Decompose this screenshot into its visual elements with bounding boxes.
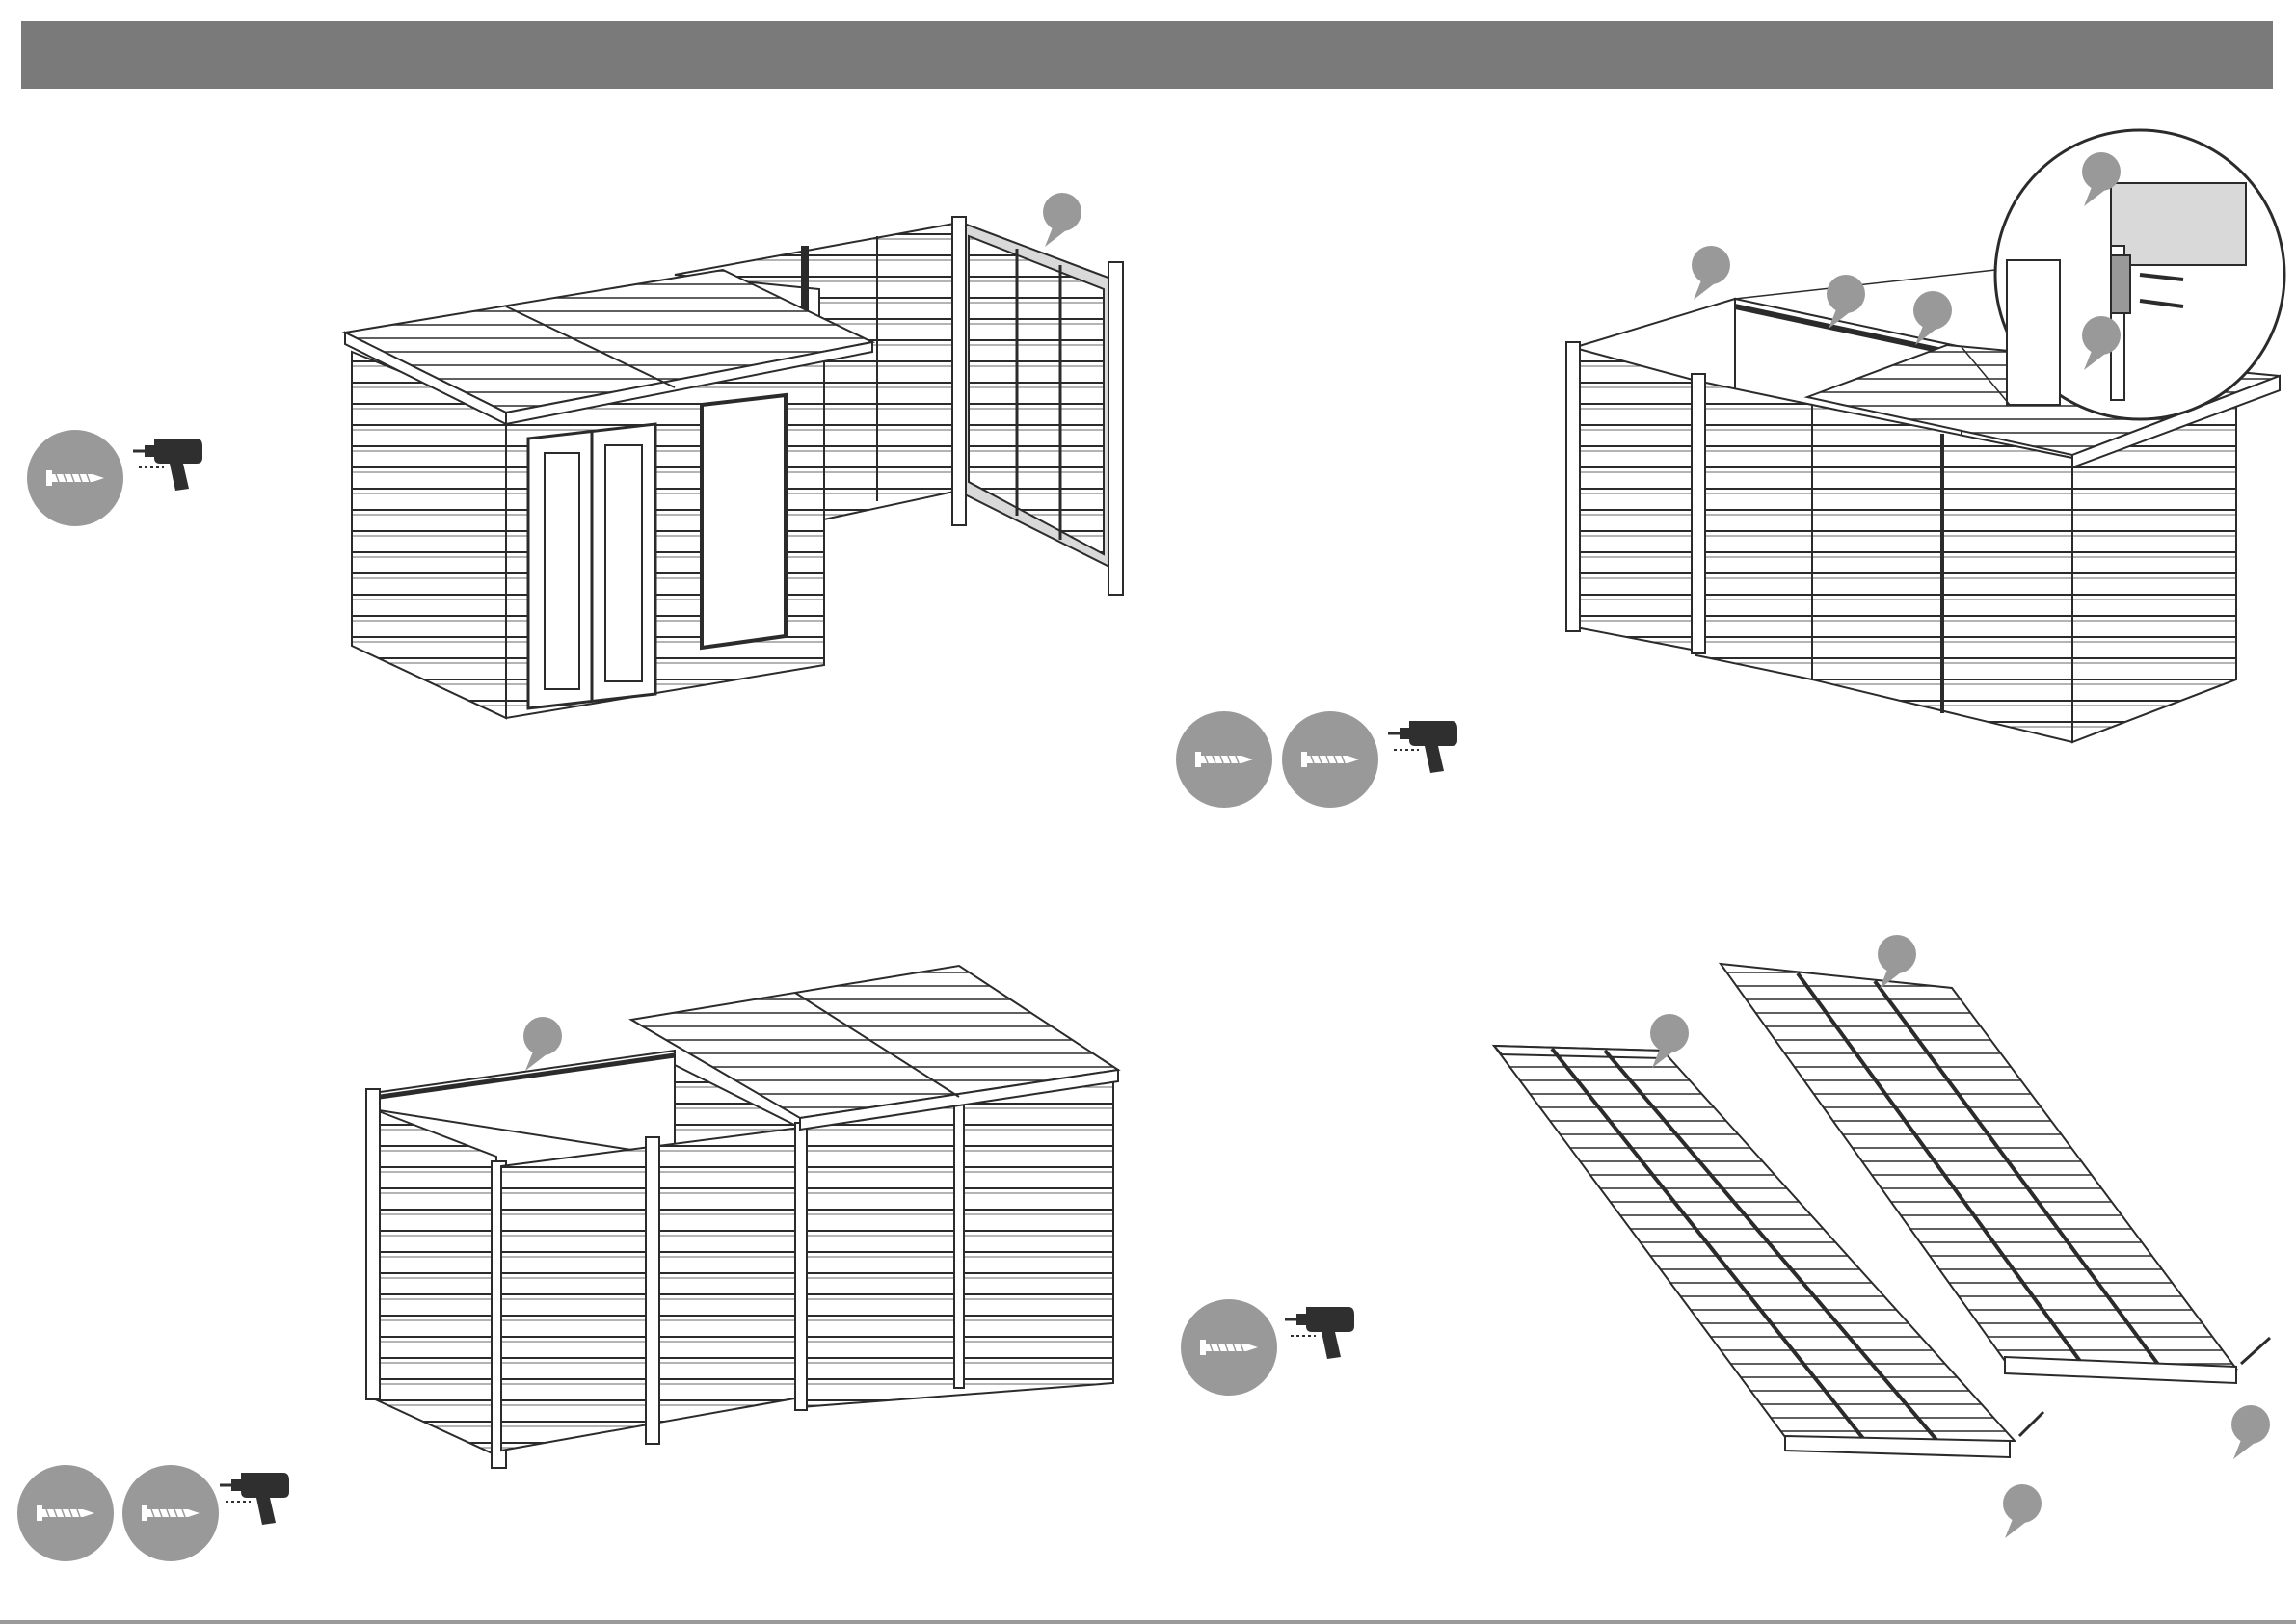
step-3-illustration <box>17 966 1118 1561</box>
step-2-illustration <box>1176 130 2284 808</box>
step-1-illustration <box>27 193 1123 718</box>
bottom-rule <box>0 1620 2296 1624</box>
step-4-illustration <box>1181 935 2270 1538</box>
